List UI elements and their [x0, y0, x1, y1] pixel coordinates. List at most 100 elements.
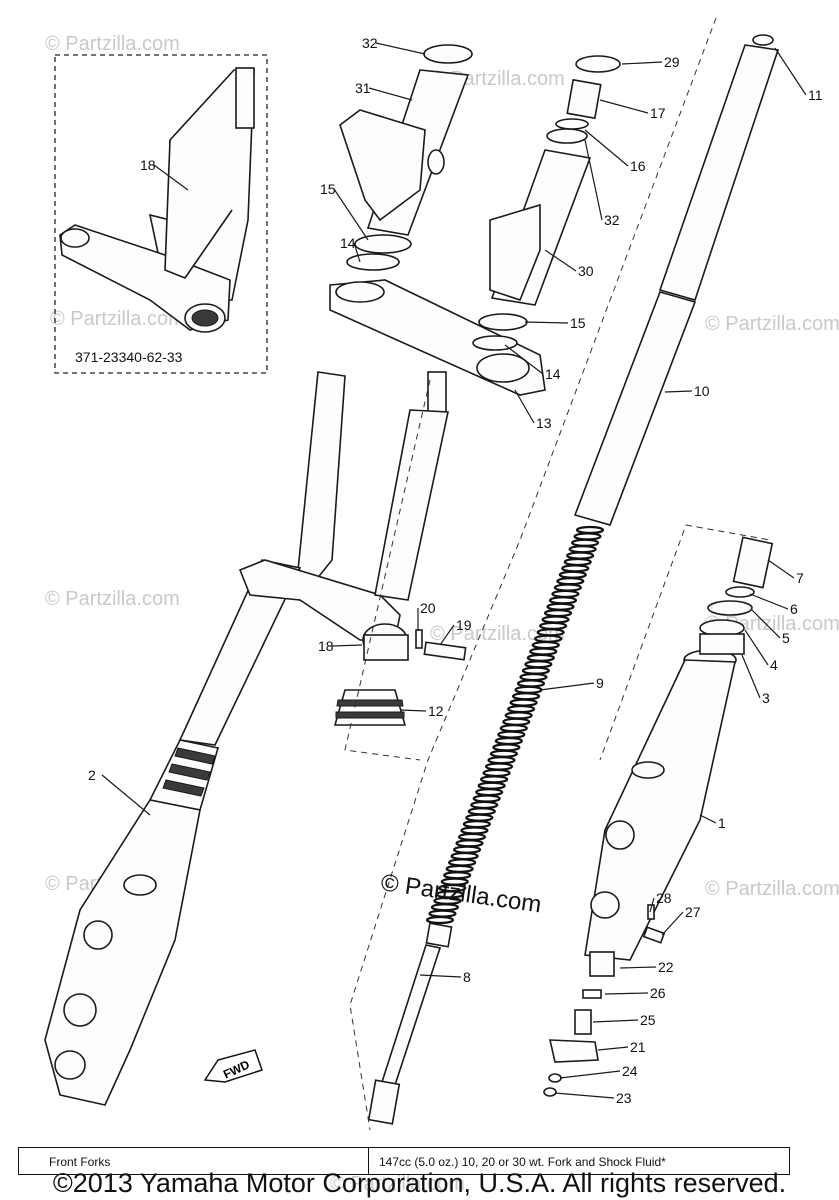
assembly-guides	[344, 17, 771, 1131]
callout-21: 21	[630, 1039, 646, 1055]
steering-stem	[374, 371, 449, 601]
inset-part-code: 371-23340-62-33	[75, 349, 183, 365]
callout-leader	[584, 139, 603, 221]
watermark: © Partzilla.com	[330, 1173, 465, 1195]
callout-17: 17	[650, 105, 666, 121]
spring-coil	[465, 813, 494, 822]
callout-16: 16	[630, 158, 646, 174]
spring-coil	[450, 851, 479, 861]
spring-coil	[489, 749, 519, 758]
callout-18a: 18	[140, 157, 156, 173]
spring-coil	[566, 551, 595, 560]
callout-leader	[649, 897, 655, 913]
callout-leader	[621, 61, 663, 65]
spring-coil	[499, 724, 528, 733]
callout-leader	[554, 1092, 615, 1099]
spring-coil	[479, 775, 509, 784]
part-8-damper-rod	[367, 922, 453, 1125]
callout-23: 23	[616, 1090, 632, 1106]
watermark: © Partzilla.com	[45, 588, 180, 610]
callout-leader	[751, 609, 781, 639]
callout-7: 7	[796, 570, 804, 586]
spring-coil	[477, 781, 506, 790]
callout-11: 11	[808, 87, 823, 103]
callout-leader	[664, 390, 693, 393]
part-17-bolt	[566, 78, 602, 120]
spring-coil	[526, 653, 555, 662]
spring-coil	[558, 570, 587, 579]
part-29-cap	[575, 55, 621, 73]
callout-27: 27	[685, 904, 701, 920]
callout-leader	[524, 321, 569, 324]
spring-coil	[509, 698, 538, 707]
spring-coil	[516, 679, 546, 688]
watermark: © Partzilla.com	[50, 308, 185, 330]
spec-table: Front Forks 147cc (5.0 oz.) 10, 20 or 30…	[18, 1147, 790, 1175]
spring-coil	[475, 788, 504, 797]
part-27-bolt	[642, 926, 666, 944]
callout-12: 12	[428, 703, 444, 719]
part-32-ring-right	[546, 128, 588, 144]
callout-leader	[153, 164, 189, 191]
callout-leader	[699, 814, 717, 824]
callout-14b: 14	[545, 366, 561, 382]
spring-coil	[452, 845, 482, 854]
spring-coil	[561, 564, 590, 573]
callout-19: 19	[456, 617, 472, 633]
callout-24: 24	[622, 1063, 638, 1079]
callout-leader	[619, 966, 657, 969]
spring-coil	[448, 858, 477, 867]
spring-coil	[548, 596, 578, 605]
callout-leader	[767, 559, 795, 579]
part-10-inner-tube	[573, 44, 780, 526]
spring-coil	[524, 660, 553, 669]
callout-15a: 15	[320, 181, 336, 197]
callout-leader	[597, 1046, 629, 1051]
part-9-spring	[425, 525, 605, 925]
callout-leader	[741, 654, 761, 699]
callout-leader	[331, 644, 363, 647]
callout-25: 25	[640, 1012, 656, 1028]
spring-coil	[482, 768, 511, 778]
spring-coil	[541, 615, 570, 624]
part-12-seal	[333, 689, 407, 726]
part-19-bolt	[423, 641, 467, 661]
part-23-nut	[543, 1087, 557, 1097]
callout-28: 28	[656, 890, 672, 906]
part-22-stud	[589, 951, 615, 977]
callout-3: 3	[762, 690, 770, 706]
spring-coil	[443, 871, 472, 880]
center-watermark: © Partzilla.com	[379, 869, 543, 918]
spring-coil	[546, 602, 575, 611]
callout-15b: 15	[570, 315, 586, 331]
fork-leg-left	[44, 371, 346, 1106]
callout-leader	[368, 87, 413, 101]
callout-22: 22	[658, 959, 674, 975]
spring-coil	[467, 807, 496, 816]
callout-leader	[399, 709, 427, 712]
callouts: 1234567891011121314141515161718181920212…	[88, 35, 823, 1106]
spring-coil	[521, 666, 551, 675]
spring-coil	[504, 711, 533, 720]
callout-32a: 32	[362, 35, 378, 51]
callout-leader	[539, 682, 595, 691]
spring-coil	[568, 545, 597, 554]
spring-coil	[543, 609, 573, 618]
spring-coil	[484, 762, 514, 771]
spring-coil	[529, 647, 558, 656]
spring-coil	[556, 577, 585, 586]
callout-leader	[439, 624, 455, 646]
callout-leader	[504, 344, 544, 375]
spring-coil	[563, 557, 592, 567]
callout-10: 10	[694, 383, 710, 399]
part-16-oring	[555, 118, 589, 130]
part-30-bracket	[489, 149, 592, 306]
callout-31: 31	[355, 80, 371, 96]
part-11-clip	[752, 34, 774, 46]
part-5-ring	[707, 600, 753, 616]
part-3-oil-seal	[699, 633, 745, 655]
part-1-outer-tube	[584, 649, 737, 961]
spec-table-spec: 147cc (5.0 oz.) 10, 20 or 30 wt. Fork an…	[379, 1155, 666, 1169]
spring-coil	[507, 704, 536, 714]
